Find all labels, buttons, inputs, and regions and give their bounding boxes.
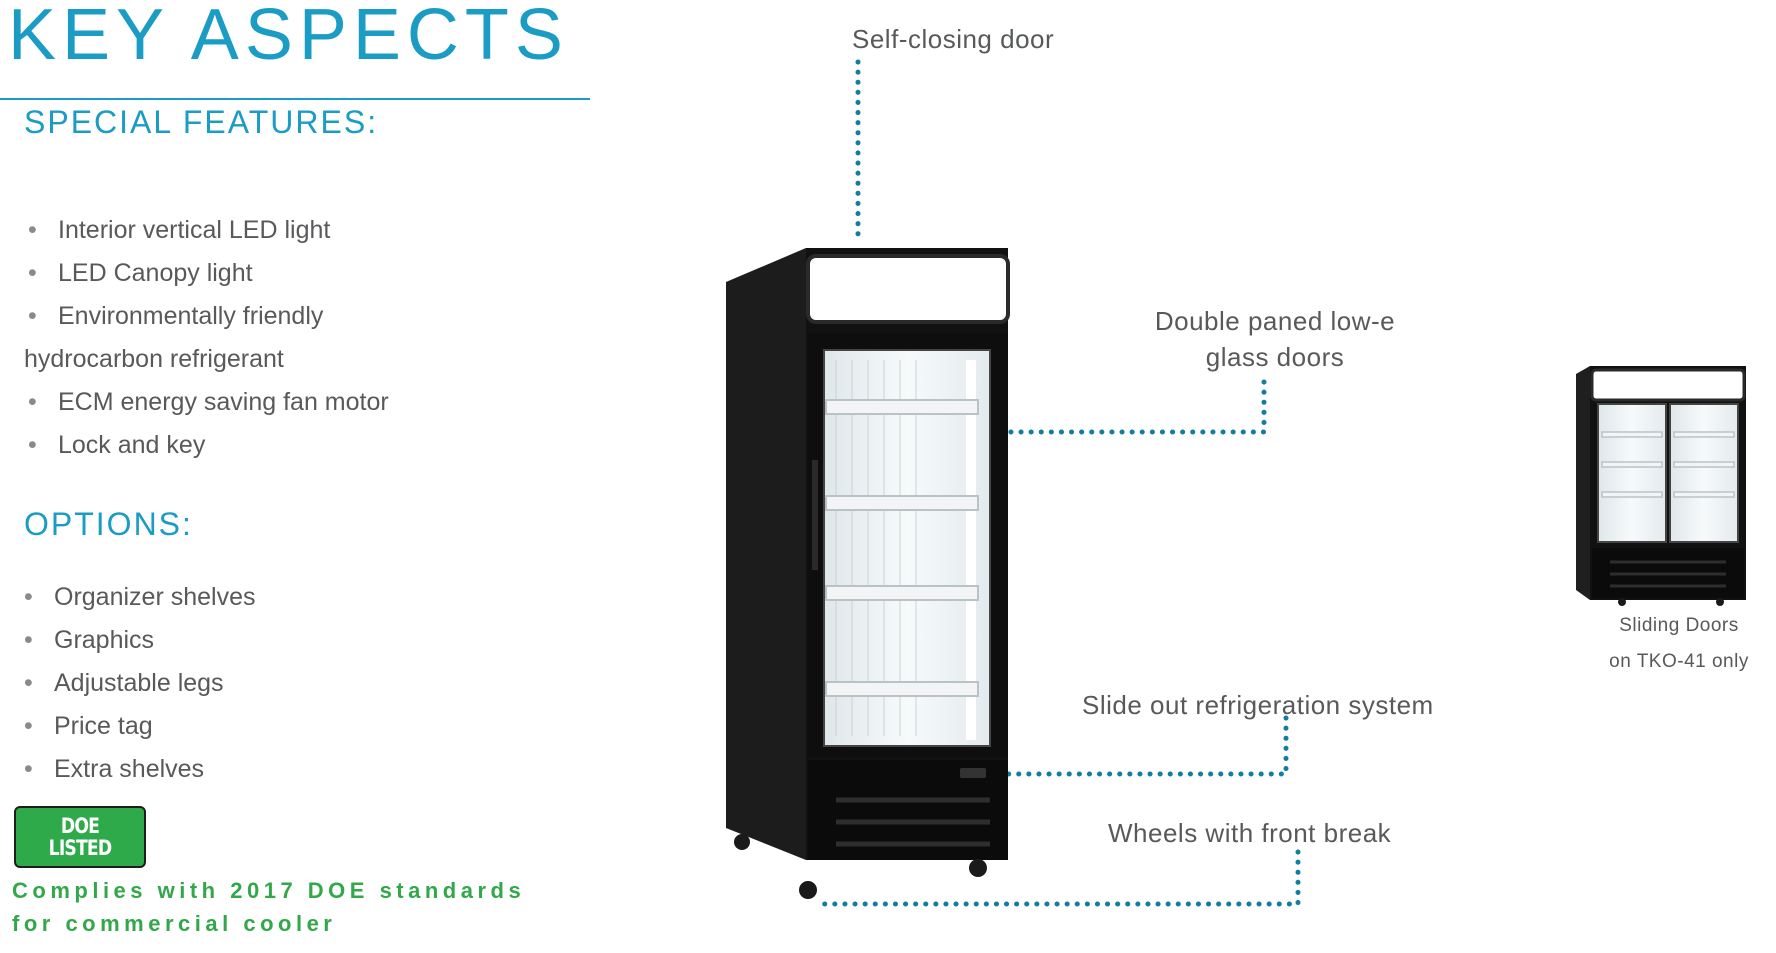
leader-wheels — [821, 849, 1301, 907]
callout-self-closing-door: Self-closing door — [852, 24, 1055, 54]
vent-grille-icon — [836, 797, 990, 847]
callout-wheels: Wheels with front break — [1108, 818, 1392, 848]
list-item: •LED Canopy light — [28, 252, 389, 295]
leader-slide-out — [993, 715, 1289, 777]
title-divider — [0, 98, 590, 100]
shelf — [825, 495, 979, 511]
bullet-icon: • — [24, 583, 33, 611]
sliding-door-right — [1669, 403, 1739, 543]
sliding-door-left — [1597, 403, 1667, 543]
callout-double-paned-line-2: glass doors — [1205, 342, 1345, 372]
doe-listed-badge: DOE LISTED — [14, 806, 146, 868]
vent-grille-icon — [1610, 560, 1726, 588]
leader-lines — [821, 59, 1301, 907]
bullet-icon: • — [28, 259, 37, 287]
list-item-continuation: hydrocarbon refrigerant — [24, 345, 284, 373]
shelf — [825, 681, 979, 697]
canopy-light-icon — [806, 254, 1010, 324]
doe-compliance-line-2: for commercial cooler — [12, 911, 337, 936]
doe-compliance-line-1: Complies with 2017 DOE standards — [12, 878, 526, 903]
wheel-icons — [734, 834, 987, 899]
list-item: •Graphics — [24, 619, 255, 662]
cooler-side-panel — [726, 248, 806, 860]
shelves — [1601, 431, 1735, 498]
leader-double-paned — [1003, 379, 1267, 435]
secondary-caption-line-2: on TKO-41 only — [1609, 651, 1749, 672]
list-item: •Organizer shelves — [24, 576, 255, 619]
shelf — [825, 399, 979, 415]
control-panel-icon — [960, 768, 986, 778]
bullet-icon: • — [28, 216, 37, 244]
options-list: •Organizer shelves •Graphics •Adjustable… — [24, 576, 255, 791]
list-item: •Environmentally friendly — [28, 295, 389, 338]
canopy-light-icon — [1590, 368, 1746, 402]
single-door-cooler — [726, 248, 1010, 899]
shelf — [825, 585, 979, 601]
bullet-icon: • — [24, 626, 33, 654]
list-item: •Price tag — [24, 705, 255, 748]
shelves — [825, 399, 979, 697]
interior-rack-lines — [835, 360, 917, 736]
list-item: •Adjustable legs — [24, 662, 255, 705]
list-item: •ECM energy saving fan motor — [28, 381, 389, 424]
secondary-caption-line-1: Sliding Doors — [1619, 615, 1739, 636]
bullet-icon: • — [28, 302, 37, 330]
features-list: •Interior vertical LED light •LED Canopy… — [24, 209, 389, 467]
callout-double-paned-line-1: Double paned low-e — [1154, 306, 1396, 336]
list-item: •Lock and key — [28, 424, 389, 467]
two-door-cooler — [1576, 366, 1746, 606]
callout-slide-out-system: Slide out refrigeration system — [1082, 690, 1434, 720]
led-strip-icon — [966, 360, 976, 740]
wheel-icons — [1618, 598, 1724, 606]
door-handle-icon — [812, 460, 818, 570]
list-item: •Interior vertical LED light — [28, 209, 389, 252]
bullet-icon: • — [24, 712, 33, 740]
page-title: KEY ASPECTS — [8, 0, 569, 75]
bullet-icon: • — [24, 669, 33, 697]
bullet-icon: • — [28, 388, 37, 416]
bullet-icon: • — [24, 755, 33, 783]
list-item: •Extra shelves — [24, 748, 255, 791]
options-heading: OPTIONS: — [24, 506, 193, 542]
features-heading: SPECIAL FEATURES: — [24, 104, 379, 140]
bullet-icon: • — [28, 431, 37, 459]
